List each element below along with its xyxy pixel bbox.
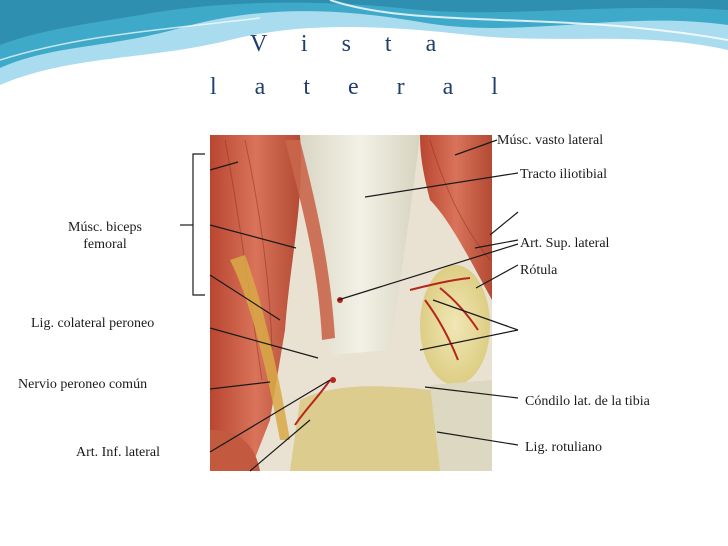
label-nervio-peroneo: Nervio peroneo común bbox=[18, 377, 148, 392]
label-art-sup-lateral: Art. Sup. lateral bbox=[520, 236, 610, 251]
label-rotula: Rótula bbox=[520, 263, 558, 278]
header-wave bbox=[0, 0, 728, 85]
label-tracto-iliotibial: Tracto iliotibial bbox=[520, 167, 607, 182]
title-line-2: l a t e r a l bbox=[210, 74, 514, 100]
label-vasto-lateral: Músc. vasto lateral bbox=[497, 133, 604, 148]
label-condilo-tibia: Cóndilo lat. de la tibia bbox=[525, 394, 650, 409]
label-biceps-femoral: Músc. biceps femoral bbox=[68, 220, 142, 252]
title-line-1: V i s t a bbox=[250, 31, 451, 57]
label-lig-rotuliano: Lig. rotuliano bbox=[525, 440, 602, 455]
label-lig-colateral-peroneo: Lig. colateral peroneo bbox=[31, 316, 155, 331]
label-art-inf-lateral: Art. Inf. lateral bbox=[76, 445, 160, 460]
